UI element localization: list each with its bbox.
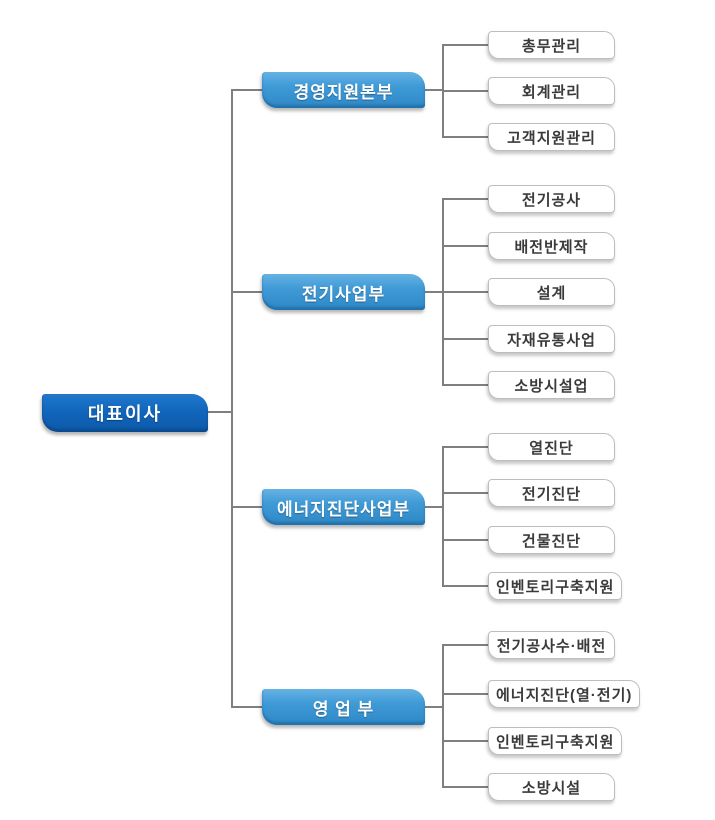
- connector-group-3: [442, 446, 444, 587]
- node-leaf: 회계관리: [488, 77, 615, 105]
- node-dept-management-support: 경영지원본부: [262, 72, 425, 108]
- connector-dept-1-stem: [424, 89, 444, 91]
- connector-dept-2-stem: [424, 291, 444, 293]
- node-leaf: 인벤토리구축지원: [488, 572, 623, 600]
- connector-leaf: [442, 446, 488, 448]
- connector-leaf: [442, 44, 488, 46]
- connector-leaf: [442, 693, 488, 695]
- connector-leaf: [442, 291, 488, 293]
- connector-trunk-dept-3: [231, 506, 262, 508]
- node-leaf: 총무관리: [488, 31, 615, 59]
- node-dept-energy-diagnosis: 에너지진단사업부: [262, 489, 425, 525]
- node-leaf: 인벤토리구축지원: [488, 727, 623, 755]
- node-leaf: 에너지진단(열·전기): [488, 680, 641, 708]
- connector-dept-3-stem: [424, 506, 444, 508]
- connector-leaf: [442, 539, 488, 541]
- node-leaf: 배전반제작: [488, 232, 615, 260]
- node-leaf: 열진단: [488, 433, 615, 461]
- node-leaf: 전기공사: [488, 185, 615, 213]
- connector-leaf: [442, 740, 488, 742]
- node-leaf: 전기공사수·배전: [488, 631, 615, 659]
- node-leaf: 고객지원관리: [488, 123, 615, 151]
- connector-trunk-dept-2: [231, 291, 262, 293]
- node-leaf: 건물진단: [488, 526, 615, 554]
- node-dept-electrical-business: 전기사업부: [262, 274, 425, 310]
- connector-leaf: [442, 338, 488, 340]
- node-leaf: 소방시설: [488, 773, 615, 801]
- connector-leaf: [442, 384, 488, 386]
- connector-leaf: [442, 136, 488, 138]
- connector-trunk-dept-1: [231, 89, 262, 91]
- connector-leaf: [442, 90, 488, 92]
- connector-leaf: [442, 198, 488, 200]
- connector-trunk: [231, 89, 233, 708]
- connector-leaf: [442, 245, 488, 247]
- connector-dept-4-stem: [424, 706, 444, 708]
- node-dept-sales: 영 업 부: [262, 689, 425, 725]
- connector-leaf: [442, 644, 488, 646]
- connector-leaf: [442, 786, 488, 788]
- node-ceo: 대표이사: [42, 394, 208, 432]
- connector-leaf: [442, 492, 488, 494]
- node-leaf: 소방시설업: [488, 371, 615, 399]
- connector-trunk-dept-4: [231, 706, 262, 708]
- connector-leaf: [442, 585, 488, 587]
- node-leaf: 전기진단: [488, 479, 615, 507]
- connector-group-4: [442, 644, 444, 788]
- connector-root-trunk: [206, 411, 233, 413]
- node-leaf: 자재유통사업: [488, 325, 615, 353]
- node-leaf: 설계: [488, 278, 615, 306]
